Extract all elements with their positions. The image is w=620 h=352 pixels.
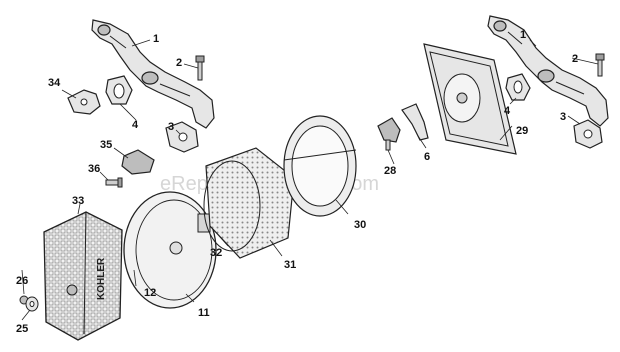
exhaust-manifold-left bbox=[91, 19, 215, 129]
element-30 bbox=[283, 115, 357, 217]
callout-11: 11 bbox=[198, 307, 210, 319]
precleaner-31 bbox=[203, 147, 295, 259]
brand-logo-text: KOHLER bbox=[96, 257, 107, 300]
callout-1-right: 1 bbox=[520, 29, 526, 41]
callout-29: 29 bbox=[516, 125, 528, 137]
gasket-right bbox=[505, 73, 531, 101]
callout-4-left: 4 bbox=[132, 119, 139, 131]
stud-bolt-right bbox=[595, 53, 605, 77]
stud-bolt-left bbox=[195, 55, 205, 81]
callout-36: 36 bbox=[88, 163, 100, 175]
screw-36 bbox=[105, 177, 123, 188]
flange-right bbox=[573, 119, 603, 149]
callout-32: 32 bbox=[210, 247, 222, 259]
exhaust-manifold-right bbox=[487, 15, 609, 127]
backplate-29 bbox=[423, 43, 517, 155]
callout-35: 35 bbox=[100, 139, 112, 151]
callout-12: 12 bbox=[144, 287, 156, 299]
callout-2-left: 2 bbox=[176, 57, 182, 69]
flange-left bbox=[165, 121, 199, 153]
callout-28: 28 bbox=[384, 165, 396, 177]
callout-34: 34 bbox=[48, 77, 61, 89]
bracket-34 bbox=[67, 89, 101, 115]
breather-28 bbox=[377, 117, 401, 151]
callout-2-right: 2 bbox=[572, 53, 578, 65]
leader-lines bbox=[21, 39, 599, 321]
callout-31: 31 bbox=[284, 259, 296, 271]
air-cleaner-cover: KOHLER bbox=[43, 211, 123, 341]
callout-3-right: 3 bbox=[560, 111, 566, 123]
callout-33: 33 bbox=[72, 195, 84, 207]
callout-1-left: 1 bbox=[153, 33, 159, 45]
callout-26: 26 bbox=[16, 275, 28, 287]
base-plate bbox=[123, 191, 217, 309]
callout-25: 25 bbox=[16, 323, 28, 335]
washer-25 bbox=[25, 296, 39, 312]
gasket-left bbox=[105, 75, 133, 105]
callout-30: 30 bbox=[354, 219, 366, 231]
holder-35 bbox=[121, 149, 155, 175]
callout-6: 6 bbox=[424, 151, 430, 163]
callout-3-left: 3 bbox=[168, 121, 174, 133]
callout-4-right: 4 bbox=[504, 105, 511, 117]
bracket-6 bbox=[401, 103, 429, 141]
